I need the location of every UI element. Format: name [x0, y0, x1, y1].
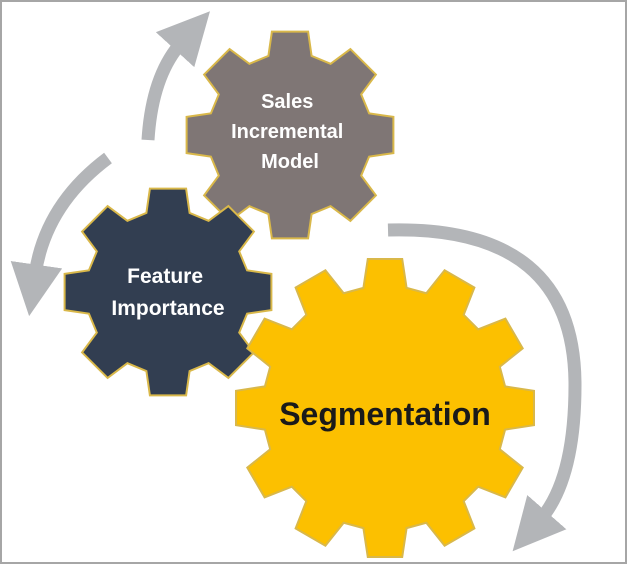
- gear-sales-line-3: Model: [261, 151, 319, 173]
- gear-sales-line-1: Sales: [261, 91, 313, 113]
- gear-segmentation: Segmentation: [235, 258, 535, 558]
- gear-feature-importance: Feature Importance: [63, 187, 273, 397]
- cycle-arrow-top: [141, 11, 210, 141]
- gear-feature-line-2: Importance: [111, 297, 224, 320]
- gear-sales-shape: [185, 30, 395, 240]
- gear-feature-label: Feature Importance: [111, 265, 224, 320]
- gear-segmentation-label: Segmentation: [279, 396, 491, 432]
- gear-feature-line-1: Feature: [127, 265, 203, 288]
- gear-segmentation-shape: [235, 258, 535, 558]
- cycle-arrow-left: [10, 152, 112, 317]
- gear-sales-line-2: Incremental: [231, 121, 343, 143]
- gear-sales-label: Sales Incremental Model: [231, 91, 349, 173]
- gear-segmentation-line-1: Segmentation: [279, 396, 491, 432]
- gear-sales-incremental-model: Sales Incremental Model: [185, 30, 395, 240]
- gear-feature-shape: [63, 187, 273, 397]
- cycle-arrow-right: [387, 223, 582, 552]
